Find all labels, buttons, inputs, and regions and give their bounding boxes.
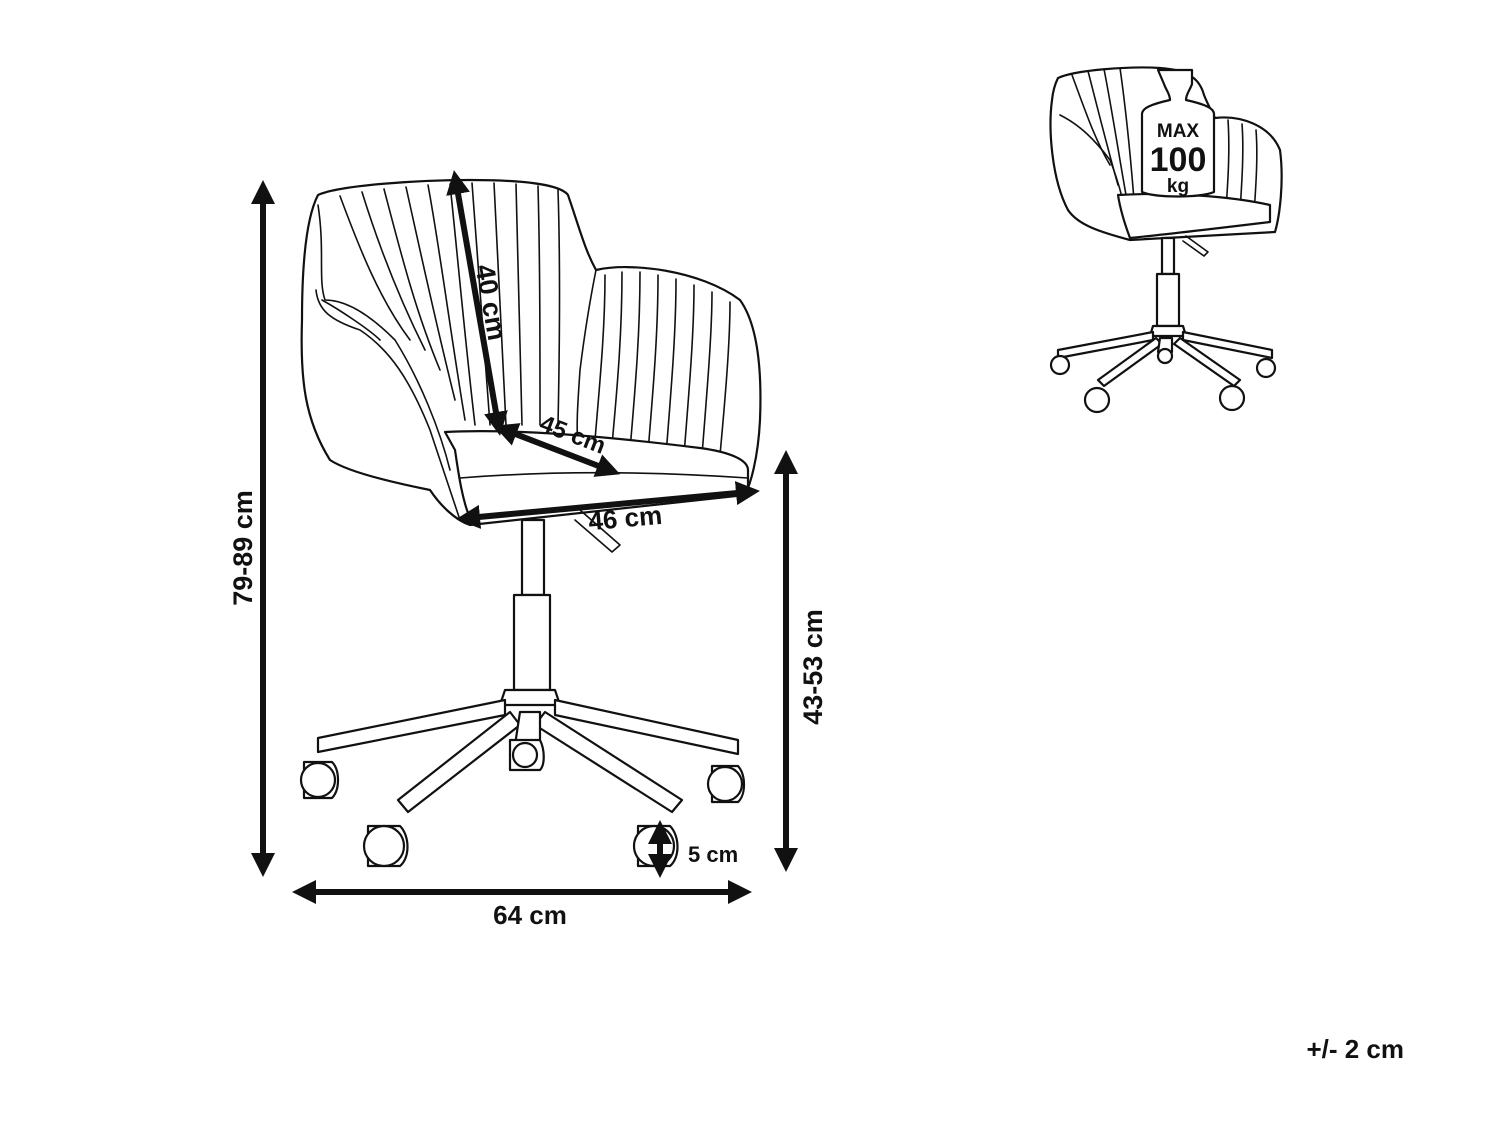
dim-backrest-height-line [446, 170, 508, 436]
chair-gas-lift-upper [520, 518, 546, 597]
label-seat-width: 46 cm [587, 500, 663, 536]
dim-seat-depth-line [493, 423, 621, 477]
load-capacity-chair-drawing: MAX 100 kg [1049, 66, 1283, 414]
label-seat-height: 43-53 cm [798, 609, 828, 725]
weight-bottle-icon [1140, 68, 1216, 198]
label-total-height: 79-89 cm [228, 490, 258, 606]
max-load-line2: 100 [1150, 141, 1207, 179]
main-chair-drawing [299, 178, 762, 868]
max-load-line1: MAX [1157, 121, 1200, 142]
tolerance-note: +/- 2 cm [1306, 1034, 1404, 1064]
label-caster-height: 5 cm [688, 842, 738, 867]
chair-gas-lift-lower [512, 593, 552, 692]
max-load-line3: kg [1167, 176, 1189, 197]
dim-seat-width-line [456, 481, 760, 529]
dimension-lines [251, 170, 798, 904]
chair-casters [299, 738, 746, 868]
chair-backrest-outline [300, 178, 762, 527]
label-total-width: 64 cm [493, 900, 567, 930]
chair-star-base [316, 698, 740, 814]
